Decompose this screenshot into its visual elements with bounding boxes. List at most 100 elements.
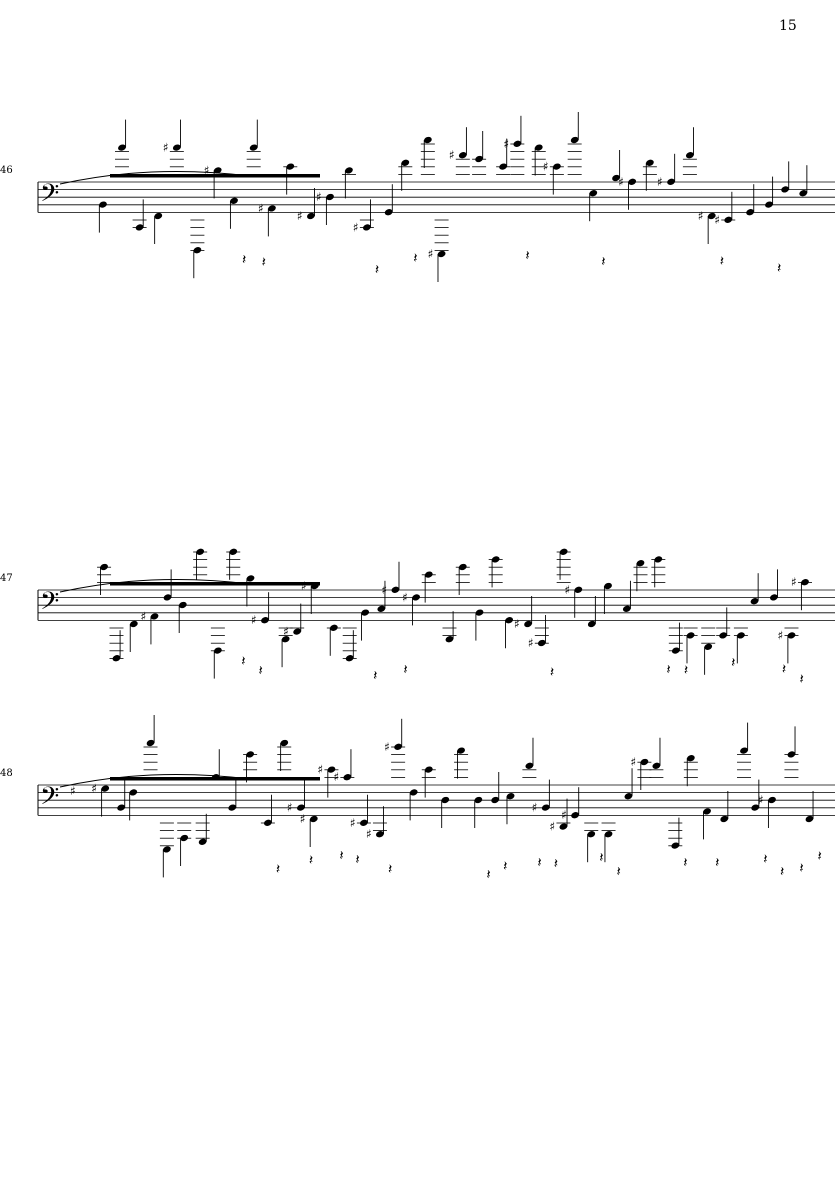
rest-icon: 𝄽 bbox=[799, 672, 803, 688]
sharp-accidental: ♯ bbox=[714, 213, 720, 227]
sharp-accidental: ♯ bbox=[791, 575, 797, 589]
notehead bbox=[230, 197, 238, 204]
sharp-accidental: ♯ bbox=[657, 175, 663, 189]
notehead bbox=[146, 739, 155, 747]
notehead bbox=[799, 190, 808, 197]
sharp-accidental: ♯ bbox=[777, 628, 783, 642]
notehead bbox=[384, 209, 393, 216]
notehead bbox=[261, 617, 269, 624]
notehead bbox=[178, 601, 187, 609]
notehead bbox=[570, 136, 579, 144]
notehead bbox=[458, 152, 467, 159]
sharp-accidental: ♯ bbox=[316, 190, 322, 204]
rest-icon: 𝄽 bbox=[684, 662, 688, 678]
sharp-accidental: ♯ bbox=[549, 820, 555, 834]
notehead bbox=[150, 613, 159, 620]
slur bbox=[59, 774, 251, 788]
sharp-accidental: ♯ bbox=[163, 141, 169, 155]
sharp-accidental: ♯ bbox=[528, 636, 534, 650]
notehead bbox=[457, 747, 465, 754]
notehead bbox=[781, 186, 790, 193]
rest-icon: 𝄽 bbox=[666, 662, 670, 678]
page-number: 15 bbox=[779, 18, 797, 34]
notehead bbox=[686, 152, 694, 159]
notehead bbox=[589, 190, 598, 197]
sharp-accidental: ♯ bbox=[402, 590, 408, 604]
rest-icon: 𝄽 bbox=[731, 655, 735, 671]
rest-icon: 𝄽 bbox=[262, 254, 266, 270]
notehead bbox=[198, 838, 207, 845]
notehead bbox=[117, 804, 126, 811]
notehead bbox=[99, 201, 107, 208]
notehead bbox=[309, 815, 318, 823]
rest-icon: 𝄽 bbox=[241, 654, 245, 670]
notehead bbox=[740, 747, 748, 754]
notehead bbox=[409, 789, 418, 796]
notehead bbox=[391, 586, 400, 593]
notehead bbox=[163, 846, 171, 853]
notehead bbox=[704, 643, 713, 650]
sharp-accidental: ♯ bbox=[301, 579, 307, 593]
sharp-accidental: ♯ bbox=[297, 209, 303, 223]
rest-icon: 𝄽 bbox=[413, 250, 417, 266]
rest-icon: 𝄽 bbox=[782, 662, 786, 678]
sharp-accidental: ♯ bbox=[283, 625, 289, 639]
notehead bbox=[505, 617, 514, 624]
rest-icon: 𝄽 bbox=[242, 252, 246, 268]
sharp-accidental: ♯ bbox=[251, 613, 257, 627]
beam bbox=[110, 582, 320, 586]
slur bbox=[59, 579, 251, 593]
key-signature-sharp: ♯ bbox=[70, 784, 76, 798]
rest-icon: 𝄽 bbox=[777, 261, 781, 277]
rest-icon: 𝄽 bbox=[309, 853, 313, 869]
notehead bbox=[768, 796, 776, 804]
rest-icon: 𝄽 bbox=[373, 668, 377, 684]
notehead bbox=[129, 620, 138, 628]
rest-icon: 𝄽 bbox=[537, 855, 541, 871]
notehead bbox=[437, 250, 446, 258]
notehead bbox=[101, 785, 110, 792]
notehead bbox=[534, 144, 543, 151]
notehead bbox=[268, 205, 276, 212]
notehead bbox=[474, 796, 483, 804]
notehead bbox=[750, 598, 759, 605]
notehead bbox=[769, 594, 778, 601]
notehead bbox=[441, 796, 450, 804]
sharp-accidental: ♯ bbox=[514, 617, 520, 631]
notehead bbox=[587, 831, 596, 838]
rest-icon: 𝄽 bbox=[550, 664, 554, 680]
notehead bbox=[293, 628, 302, 635]
beam bbox=[110, 174, 320, 178]
sharp-accidental: ♯ bbox=[287, 801, 293, 815]
notehead bbox=[506, 793, 515, 800]
sharp-accidental: ♯ bbox=[561, 808, 567, 822]
sharp-accidental: ♯ bbox=[317, 763, 323, 777]
notehead bbox=[652, 762, 661, 769]
rest-icon: 𝄽 bbox=[486, 867, 490, 883]
notehead bbox=[524, 620, 532, 628]
sharp-accidental: ♯ bbox=[353, 220, 359, 234]
sharp-accidental: ♯ bbox=[618, 175, 624, 189]
sharp-accidental: ♯ bbox=[543, 160, 549, 174]
sharp-accidental: ♯ bbox=[630, 755, 636, 769]
notehead bbox=[720, 815, 729, 823]
sharp-accidental: ♯ bbox=[758, 793, 764, 807]
measure-number-47: 47 bbox=[0, 573, 13, 584]
sharp-accidental: ♯ bbox=[698, 209, 704, 223]
rest-icon: 𝄽 bbox=[339, 848, 343, 864]
rest-icon: 𝄽 bbox=[388, 862, 392, 878]
rest-icon: 𝄽 bbox=[525, 248, 529, 264]
rest-icon: 𝄽 bbox=[355, 852, 359, 868]
sharp-accidental: ♯ bbox=[532, 801, 538, 815]
notehead bbox=[571, 812, 580, 819]
bass-clef-icon: 𝄢 bbox=[40, 587, 59, 622]
rest-icon: 𝄽 bbox=[258, 663, 262, 679]
notehead bbox=[377, 605, 386, 612]
rest-icon: 𝄽 bbox=[763, 851, 767, 867]
rest-icon: 𝄽 bbox=[403, 662, 407, 678]
notehead bbox=[376, 831, 384, 838]
rest-icon: 𝄽 bbox=[617, 864, 621, 880]
sharp-accidental: ♯ bbox=[300, 812, 306, 826]
notehead bbox=[401, 159, 410, 166]
rest-icon: 𝄽 bbox=[503, 859, 507, 875]
